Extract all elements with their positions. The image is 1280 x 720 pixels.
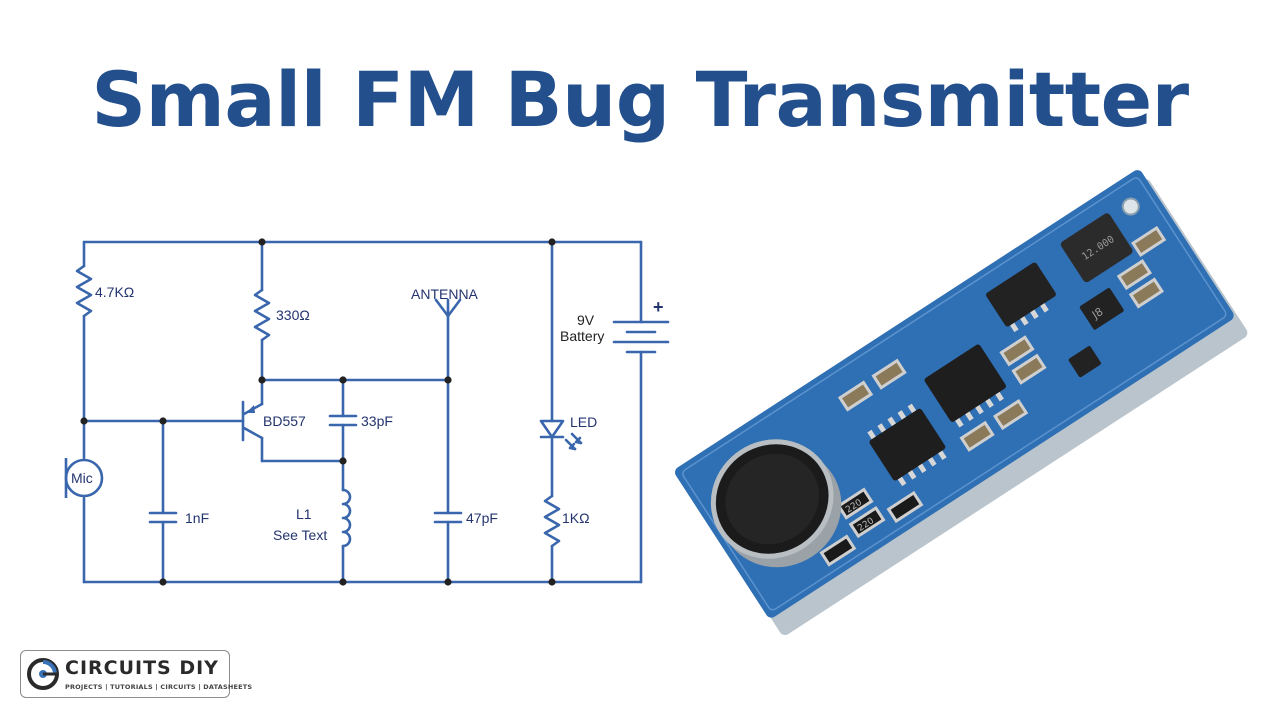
coil-l1 <box>341 488 352 548</box>
label-c-in: 1nF <box>185 510 209 526</box>
junction-dot <box>548 578 556 586</box>
label-led: LED <box>570 414 597 430</box>
page-title: Small FM Bug Transmitter <box>91 55 1189 144</box>
label-battery-voltage: 9V <box>577 312 595 328</box>
junction-dot <box>339 578 347 586</box>
ic-chip <box>924 344 1006 422</box>
circuits-diy-logo-icon <box>27 658 59 690</box>
inductor-component <box>1060 213 1133 283</box>
logo-name: CIRCUITS DIY <box>65 657 219 679</box>
label-coil-name: L1 <box>296 506 312 522</box>
junction-dot <box>444 578 452 586</box>
resistor-r2 <box>253 288 271 342</box>
transistor-collector-leg <box>242 426 264 440</box>
ic-chip <box>869 408 946 481</box>
pcb-hole <box>1121 197 1140 216</box>
transistor-package <box>1079 288 1124 330</box>
junction-dot <box>258 376 266 384</box>
label-r3: 1KΩ <box>562 510 590 526</box>
transistor-arrow <box>246 405 255 413</box>
label-mic: Mic <box>71 470 93 486</box>
led-triangle <box>539 419 565 439</box>
brand-logo[interactable]: CIRCUITS DIY PROJECTS | TUTORIALS | CIRC… <box>20 650 252 698</box>
junction-dot <box>339 376 347 384</box>
resistor-r1 <box>75 264 93 318</box>
smd-resistors <box>819 225 1167 567</box>
junction-dot <box>258 238 266 246</box>
label-battery-plus: + <box>653 297 664 317</box>
label-coil-note: See Text <box>273 527 327 543</box>
transistor-package <box>1068 346 1101 378</box>
junction-dot <box>444 376 452 384</box>
label-c-fb: 33pF <box>361 413 393 429</box>
label-r1: 4.7KΩ <box>95 284 134 300</box>
junction-dot <box>339 457 347 465</box>
logo-tagline: PROJECTS | TUTORIALS | CIRCUITS | DATASH… <box>65 683 253 691</box>
junction-dot <box>548 238 556 246</box>
junction-dot <box>159 578 167 586</box>
label-c-tank: 47pF <box>466 510 498 526</box>
ic-chip <box>986 262 1056 327</box>
label-r2: 330Ω <box>276 307 310 323</box>
label-transistor: BD557 <box>263 413 306 429</box>
label-battery-name: Battery <box>560 328 604 344</box>
junction-dot <box>159 417 167 425</box>
label-antenna: ANTENNA <box>411 286 479 302</box>
resistor-r3 <box>543 494 561 548</box>
junction-dot <box>80 417 88 425</box>
